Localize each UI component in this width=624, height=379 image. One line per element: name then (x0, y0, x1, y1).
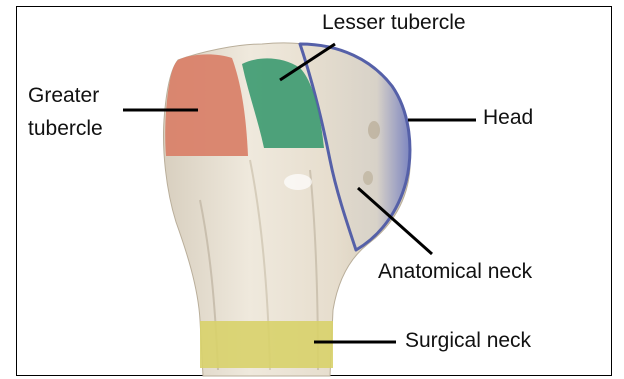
label-anatomical-neck: Anatomical neck (378, 259, 532, 285)
label-greater-tubercle-line1: Greater (28, 83, 99, 109)
label-greater-tubercle-line2: tubercle (28, 116, 103, 142)
label-surgical-neck: Surgical neck (405, 328, 531, 354)
surgical-neck-highlight (200, 321, 333, 368)
bone-foramen (368, 121, 380, 139)
label-head: Head (483, 105, 533, 131)
bone-foramen (363, 171, 373, 185)
bone-highlight (284, 174, 312, 190)
greater-tubercle-highlight (165, 54, 248, 156)
label-lesser-tubercle: Lesser tubercle (322, 10, 466, 36)
